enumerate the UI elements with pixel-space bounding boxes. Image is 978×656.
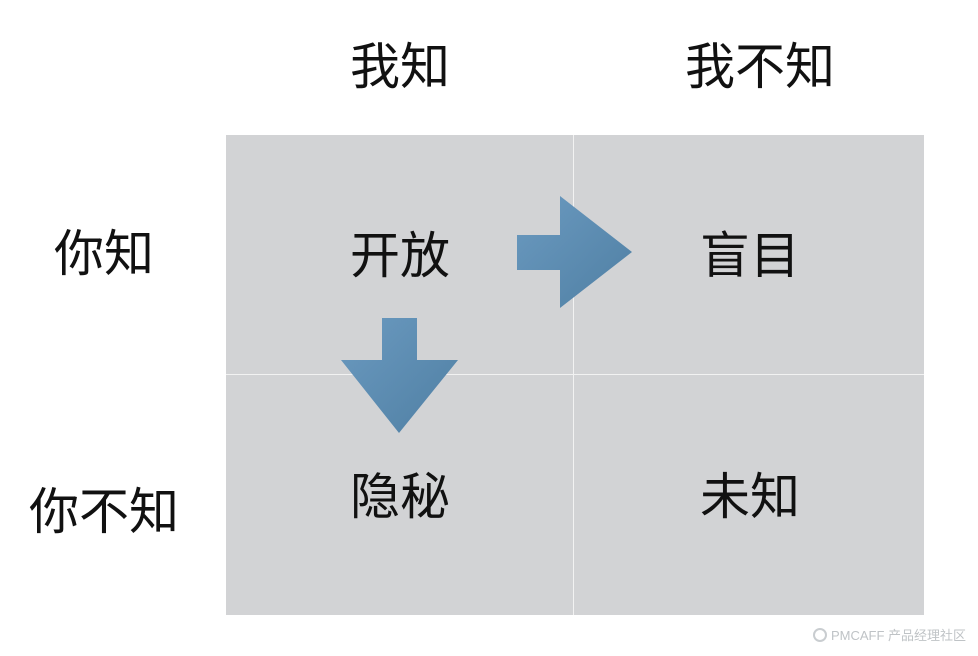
quadrant-label-open: 开放 (350, 227, 450, 285)
johari-window-grid (226, 135, 924, 615)
quadrant-blind (574, 135, 924, 375)
quadrant-label-unknown: 未知 (700, 468, 800, 526)
quadrant-label-blind: 盲目 (700, 227, 800, 285)
column-header-i-dont-know: 我不知 (685, 38, 835, 96)
column-header-i-know: 我知 (350, 38, 450, 96)
row-header-you-know: 你知 (54, 225, 154, 283)
quadrant-unknown (574, 375, 924, 615)
watermark: PMCAFF 产品经理社区 (812, 625, 966, 644)
watermark-logo-icon (812, 627, 827, 642)
watermark-text: PMCAFF 产品经理社区 (830, 628, 966, 643)
quadrant-label-hidden: 隐秘 (350, 468, 450, 526)
row-header-you-dont-know: 你不知 (29, 483, 179, 541)
